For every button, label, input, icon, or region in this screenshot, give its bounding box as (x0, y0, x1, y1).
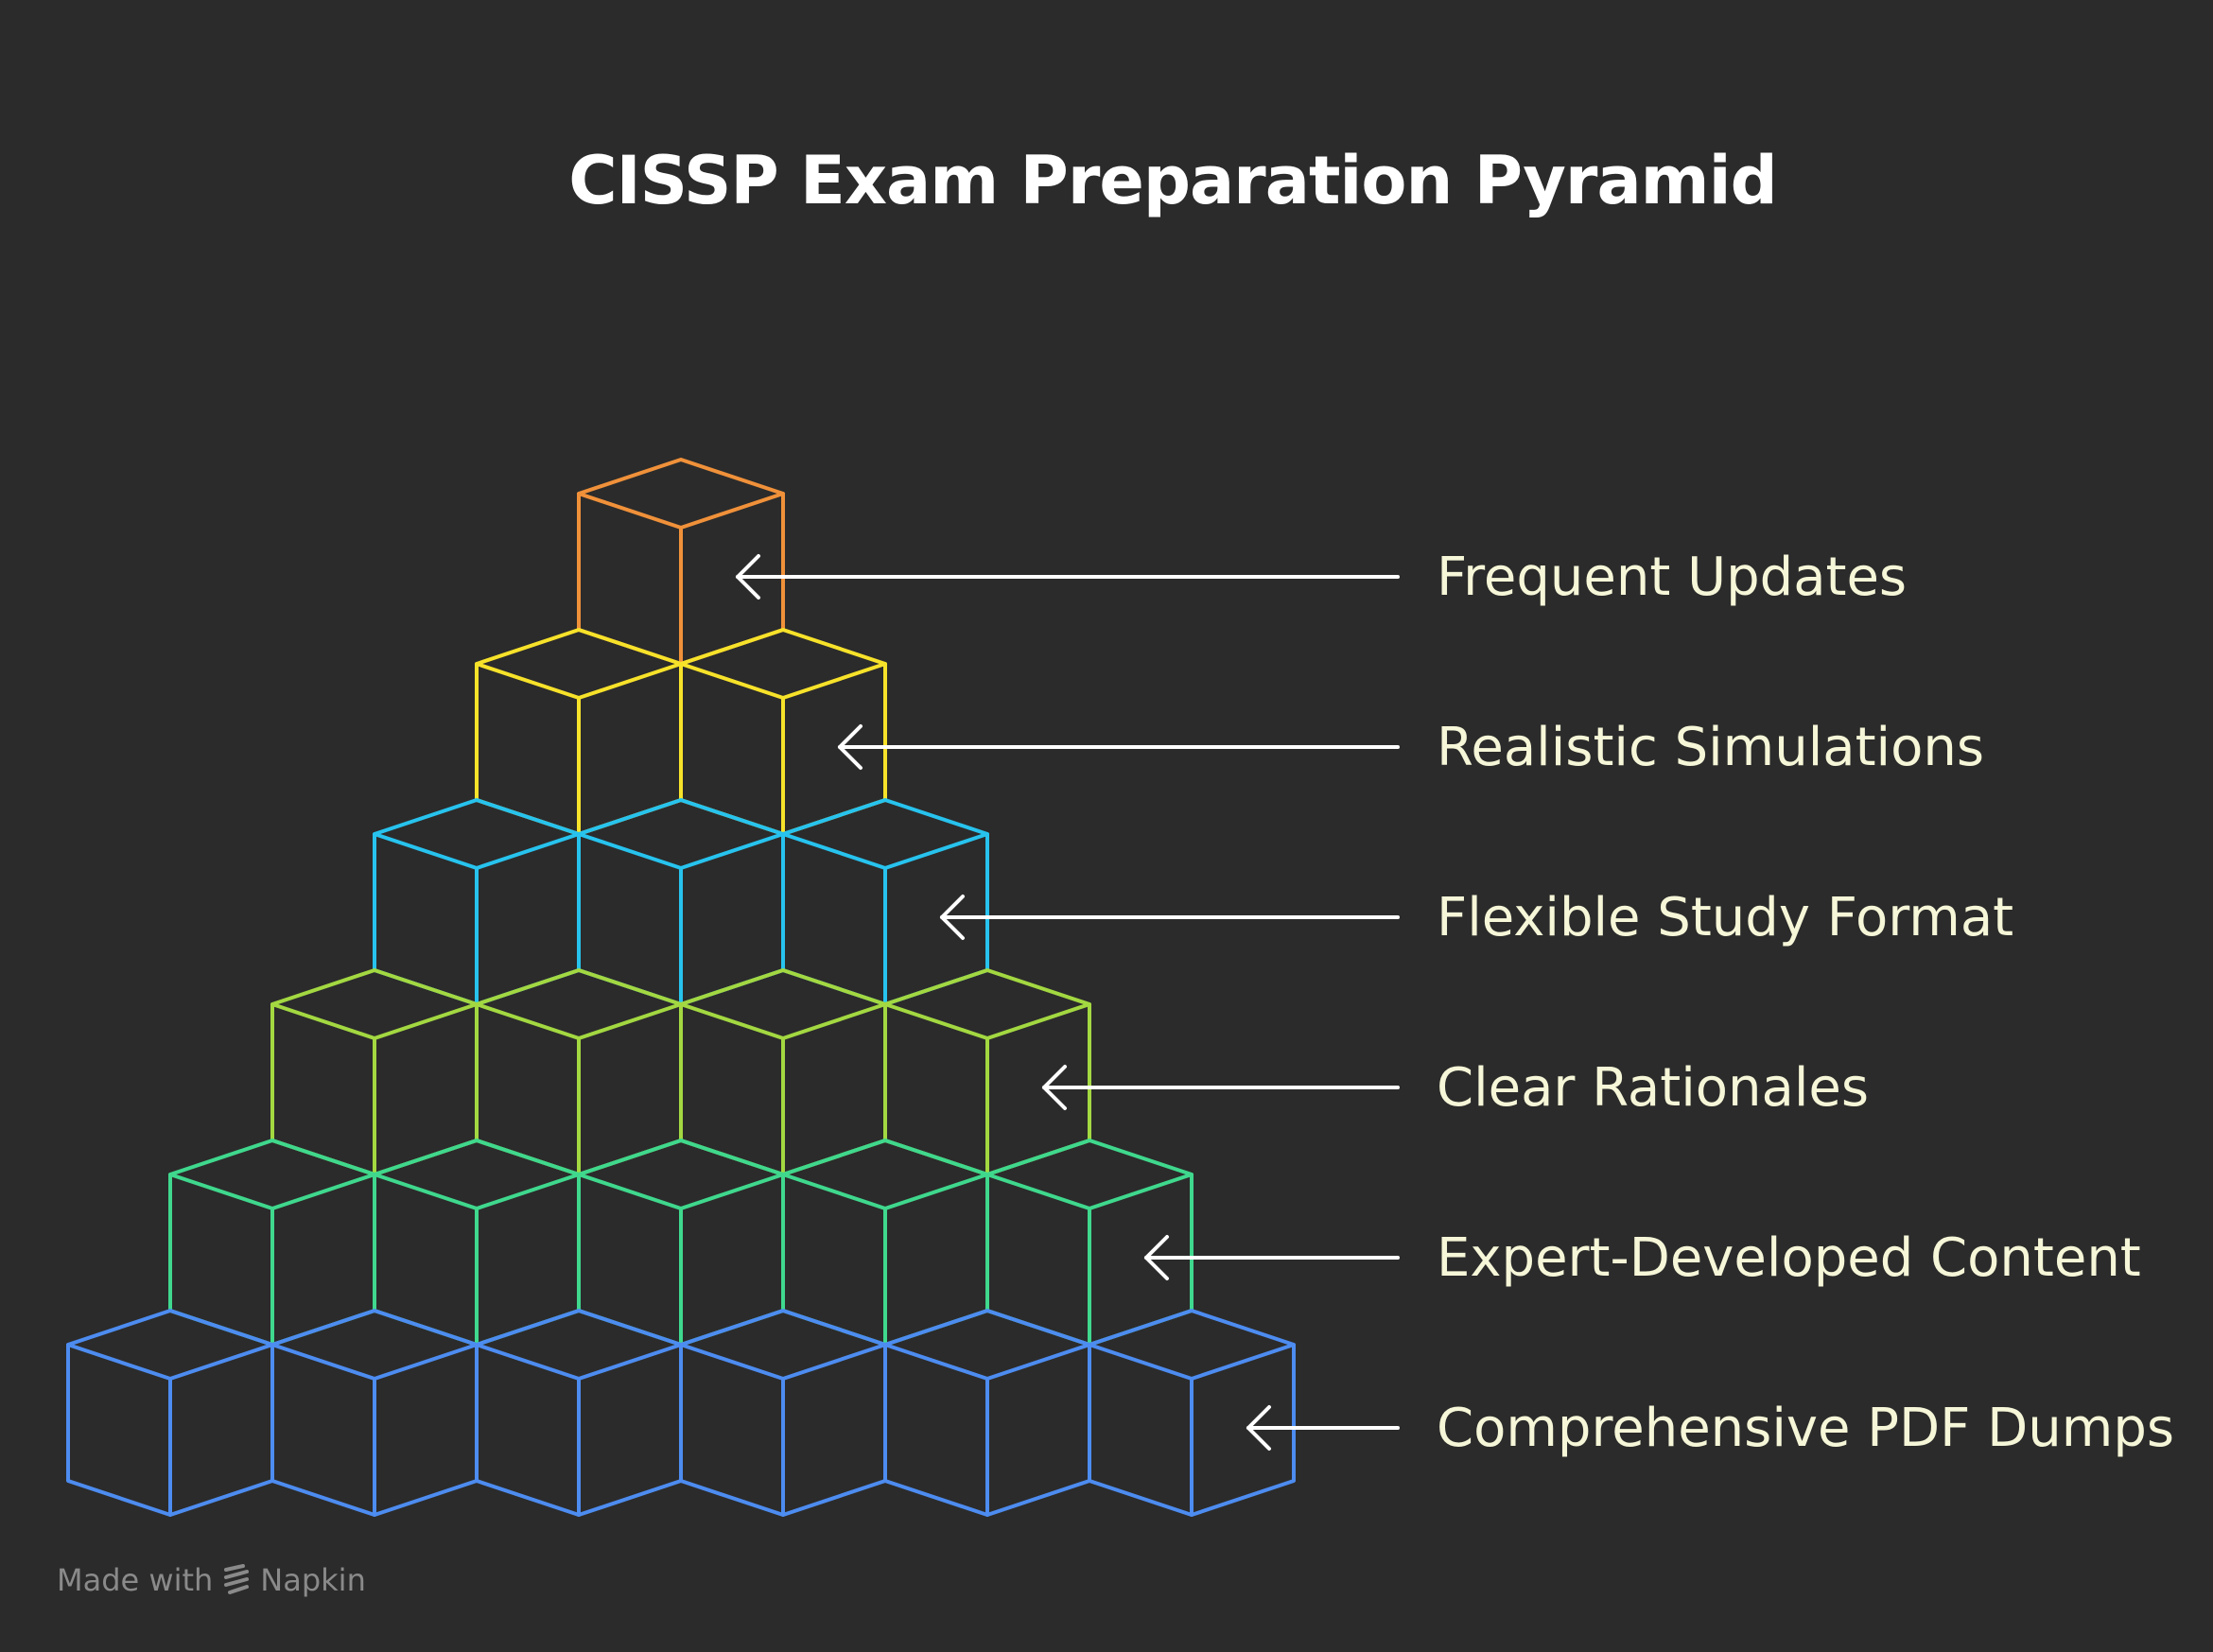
cube-edge (883, 1173, 989, 1210)
level-arrow-3 (1042, 1065, 1400, 1110)
cube-edge (1088, 1343, 1194, 1381)
cube-edge (985, 1002, 1091, 1040)
arrow-head (736, 554, 760, 579)
footer-brand: Napkin (260, 1562, 366, 1598)
cube-edge (577, 662, 683, 700)
cube-edge (679, 492, 785, 530)
pyramid-level-5 (66, 1309, 1296, 1517)
napkin-logo-icon (222, 1564, 251, 1596)
diagram-title: CISSP Exam Preparation Pyramid (568, 142, 1777, 219)
arrow-head (1042, 1065, 1067, 1089)
cube-edge (270, 1343, 376, 1381)
cube-edge (577, 1002, 683, 1040)
arrow-head (1144, 1235, 1169, 1260)
level-arrow-1 (838, 724, 1400, 770)
cube-edge (475, 662, 581, 700)
pyramid-level-1 (475, 628, 887, 836)
cube-edge (577, 492, 683, 530)
cube-edge (270, 1173, 376, 1210)
cube-edge (883, 1002, 989, 1040)
arrow-head (940, 915, 965, 940)
cube-edge (883, 832, 989, 870)
cube-edge (373, 1002, 479, 1040)
cube-edge (475, 1343, 581, 1381)
arrow-head (736, 575, 760, 600)
level-label-flexible-study-format: Flexible Study Format (1437, 887, 2014, 948)
cube-edge (577, 832, 683, 870)
cube-edge (168, 1173, 274, 1210)
arrow-head (1246, 1405, 1271, 1430)
level-label-realistic-simulations: Realistic Simulations (1437, 717, 1985, 778)
cube-edge (475, 1002, 581, 1040)
footer-made-with: Made with (57, 1562, 214, 1598)
cube-edge (66, 1343, 172, 1381)
cube-edge (373, 1173, 479, 1210)
level-arrow-0 (736, 554, 1400, 600)
cube-edge (985, 1343, 1091, 1381)
level-label-clear-rationales: Clear Rationales (1437, 1057, 1870, 1119)
arrow-head (940, 895, 965, 919)
cube-edge (1088, 1173, 1194, 1210)
cube-edge (679, 1343, 785, 1381)
cube-edge (985, 1173, 1091, 1210)
cube-edge (373, 832, 479, 870)
pyramid-level-4 (168, 1139, 1194, 1347)
cube-edge (475, 832, 581, 870)
level-label-comprehensive-pdf-dumps: Comprehensive PDF Dumps (1437, 1398, 2175, 1459)
cube-edge (679, 1173, 785, 1210)
level-arrow-5 (1246, 1405, 1400, 1451)
arrow-head (1144, 1256, 1169, 1280)
arrow-head (838, 724, 863, 749)
cube-edge (577, 1173, 683, 1210)
footer-attribution: Made with Napkin (57, 1562, 366, 1598)
arrow-head (1042, 1086, 1067, 1110)
cube-edge (679, 832, 785, 870)
cube-edge (1190, 1343, 1296, 1381)
cube-edge (781, 662, 887, 700)
cube-edge (373, 1343, 479, 1381)
arrow-head (838, 745, 863, 770)
cube-edge (781, 1002, 887, 1040)
cube-edge (781, 1343, 887, 1381)
level-label-frequent-updates: Frequent Updates (1437, 547, 1908, 608)
cube-edge (475, 1173, 581, 1210)
cube-edge (270, 1002, 376, 1040)
cube-edge (679, 662, 785, 700)
cube-edge (577, 1343, 683, 1381)
level-arrow-4 (1144, 1235, 1400, 1280)
cube-edge (168, 1343, 274, 1381)
cube-edge (781, 832, 887, 870)
level-label-expert-developed-content: Expert-Developed Content (1437, 1227, 2141, 1289)
cube-edge (679, 1002, 785, 1040)
arrow-head (1246, 1426, 1271, 1451)
cube-edge (781, 1173, 887, 1210)
level-arrow-2 (940, 895, 1400, 940)
cube-edge (883, 1343, 989, 1381)
pyramid-level-2 (373, 798, 989, 1006)
